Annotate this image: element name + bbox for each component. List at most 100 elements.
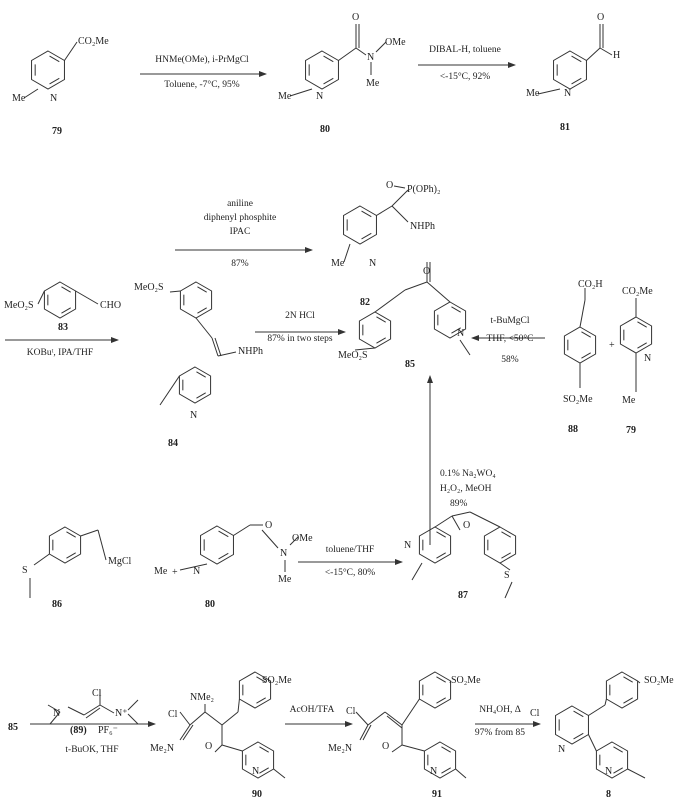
double-bond [613,767,623,774]
bond [47,704,61,713]
condition-text: <-15°C, 92% [440,71,490,82]
double-bond [573,710,584,718]
double-bond [436,552,446,559]
double-bond [218,552,229,560]
compound-number: (89) [70,725,87,736]
bond [83,704,101,716]
compound-80-repeat: O OMe N Me Me N 80 [154,520,313,610]
bond [221,744,243,752]
condition-text: <-15°C, 80% [325,567,375,578]
bond [23,88,39,99]
bond [367,711,386,726]
aromatic-ring [555,705,589,745]
double-bond [441,767,451,774]
double-bond [376,337,386,344]
aromatic-ring [605,671,639,709]
bond [451,515,461,531]
bond [233,524,251,536]
atom-label: N [190,410,197,421]
compound-number: 81 [560,122,570,133]
compound-number: 90 [252,789,262,800]
bond [261,529,279,549]
aromatic-ring [31,50,65,90]
bond [449,680,452,684]
double-bond [571,55,582,63]
double-bond [218,530,229,538]
compound-87: O N S 87 [404,520,510,601]
aromatic-ring [43,281,77,319]
reagent-text: HNMe(OMe), i-PrMgCl [155,54,249,65]
double-bond [361,210,372,218]
atom-label: Me [366,78,380,89]
bond-lines [23,24,653,779]
bond [386,715,403,729]
atom-label: N [644,353,651,364]
bond [67,706,85,716]
atom-label: P(OPh)₂ [407,184,441,195]
bond [289,536,299,546]
compound-number: 85 [405,359,415,370]
atom-label: N [558,744,565,755]
double-bond [441,746,451,753]
condition-text: Toluene, -7°C, 95% [164,79,240,90]
atom-label: Cl [346,706,356,717]
bond [214,337,222,357]
atom-label: N [369,258,376,269]
compound-85: O MeO₂S N 85 [338,266,464,370]
plus-sign: + [609,340,615,351]
solvent-text: toluene/THF [326,545,375,555]
compound-90: Cl NMe₂ SO₂Me Me₂N O N 90 [150,675,292,800]
double-bond [623,676,633,683]
atom-label: N [252,766,259,777]
atom-label: MeO₂S [338,350,368,361]
double-bond [259,746,269,753]
bond [85,707,101,719]
double-bond [571,77,582,85]
counterion: PF₆⁻ [98,725,118,736]
double-bond [256,676,266,683]
compound-number: 82 [360,297,370,308]
atom-label: NMe₂ [190,692,214,703]
atom-label: N [316,91,323,102]
double-bond [637,321,647,328]
double-bond [501,531,511,538]
compound-number: 79 [52,126,62,137]
bond [195,317,213,339]
compound-number: 80 [320,124,330,135]
bond [355,711,369,726]
atom-label: H [613,50,620,61]
double-bond [259,767,269,774]
double-bond [61,307,71,314]
compound-86: MgCl S 86 [22,556,132,610]
aromatic-ring [179,281,213,319]
bond [401,698,420,726]
compound-83: MeO₂S CHO 83 [4,300,121,333]
reagent-text: diphenyl phosphite [204,213,277,223]
atom-label: Me [331,258,345,269]
atom-label: N [605,766,612,777]
atom-label: SO₂Me [563,394,593,405]
bond [237,698,240,713]
atom-label: Cl [92,688,102,699]
atom-label: CO₂H [578,279,603,290]
double-bond [436,676,446,683]
compound-91: Cl SO₂Me Me₂N O N 91 [328,675,481,800]
reagent-text: aniline [227,199,253,209]
reagent-text: NH₄OH, Δ [479,705,521,715]
aromatic-ring [418,671,452,709]
compound-81: O H Me N 81 [526,12,620,133]
compound-82: O P(OPh)₂ NHPh Me N 82 [331,180,441,308]
bond [343,243,351,263]
bond [411,562,423,581]
atom-label: O [205,741,212,752]
compound-number: 91 [432,789,442,800]
bond [375,41,387,53]
atom-label: O [382,741,389,752]
compound-88: CO₂H SO₂Me 88 [563,279,603,435]
compound-number: 83 [58,322,68,333]
bond [604,698,607,706]
atom-label: Cl [168,709,178,720]
atom-label: Me [622,395,636,406]
atom-label: MeO₂S [134,282,164,293]
atom-label: N [53,708,60,719]
